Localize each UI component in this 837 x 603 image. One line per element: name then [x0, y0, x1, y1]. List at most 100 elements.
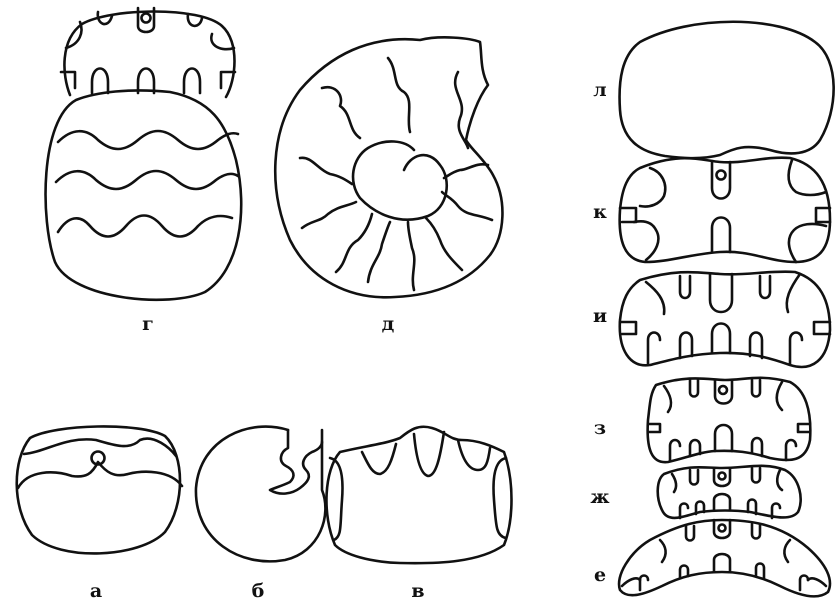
septum-lobe	[760, 276, 770, 298]
septum-lobe	[790, 333, 802, 365]
septum-lobe	[777, 382, 782, 410]
septum-lobe	[672, 474, 676, 492]
siphuncle	[717, 171, 726, 180]
siphuncle	[142, 14, 151, 23]
label-i: и	[593, 305, 607, 327]
septum-lobe	[787, 274, 800, 312]
figure-e	[619, 520, 830, 596]
septum-lobe	[648, 424, 660, 432]
figure-a-outline	[17, 426, 180, 553]
septum-lobe	[752, 380, 760, 397]
suture-line	[426, 218, 462, 270]
septum-lobe	[620, 322, 636, 334]
suture-line	[388, 58, 410, 132]
label-l: л	[593, 79, 606, 101]
septum-lobe	[715, 425, 732, 451]
septum-lobe	[786, 440, 796, 460]
septum-lobe	[362, 444, 396, 474]
septum-lobe	[712, 324, 730, 354]
septum-lobe	[752, 468, 760, 483]
septum-lobe	[670, 440, 680, 460]
label-zh: ж	[590, 486, 609, 508]
figure-g	[46, 8, 242, 300]
septum-lobe	[640, 576, 648, 591]
suture-line	[336, 214, 372, 272]
label-b: б	[252, 580, 265, 602]
figure-g-septum	[64, 12, 234, 98]
figure-v-outline	[326, 427, 511, 563]
septum-lobe	[814, 322, 830, 334]
figure-k	[620, 158, 830, 262]
label-z: з	[594, 417, 606, 439]
septum-lobe	[646, 282, 664, 314]
septum-lobe	[715, 380, 732, 404]
siphuncle	[719, 386, 727, 394]
septum-lobe	[640, 168, 665, 207]
septum-lobe	[784, 540, 790, 562]
label-e: е	[594, 564, 606, 586]
septum-lobe	[798, 424, 810, 432]
septum-lobe	[686, 526, 694, 541]
figure-zh	[658, 466, 801, 518]
septum-lobe	[634, 221, 658, 260]
figure-d	[275, 37, 502, 297]
septum-lobe	[680, 276, 690, 298]
septum-lobe	[660, 540, 666, 562]
septum-lobe	[664, 386, 671, 412]
suture-line	[444, 164, 488, 178]
septum-lobe	[18, 462, 182, 488]
septum-lobe	[690, 380, 698, 397]
septum-lobe	[800, 576, 808, 591]
septum-lobe	[789, 224, 826, 262]
figure-b	[196, 427, 325, 562]
figure-a	[17, 426, 182, 553]
siphuncle	[719, 473, 726, 480]
suture-line	[58, 216, 232, 237]
septum-lobe	[710, 274, 732, 312]
figure-z	[648, 378, 811, 462]
septum-lobe	[712, 218, 730, 253]
septum-lobe	[414, 432, 444, 476]
figure-v	[326, 427, 511, 563]
septum-lobe	[494, 458, 507, 538]
label-d: д	[382, 313, 395, 335]
septum-lobe	[714, 520, 730, 538]
label-v: в	[411, 580, 424, 602]
septum-lobe	[808, 578, 826, 586]
septum-lobe	[714, 468, 730, 486]
figure-l	[620, 22, 834, 158]
septum-lobe	[330, 458, 343, 540]
septum-lobe	[270, 430, 322, 494]
label-k: к	[593, 201, 607, 223]
septum-lobe	[777, 470, 782, 490]
figure-d-umbilicus	[353, 141, 447, 219]
figure-g-whorl-section	[46, 90, 242, 299]
septum-lobe	[690, 470, 698, 485]
suture-line	[442, 192, 492, 220]
suture-line	[58, 131, 238, 149]
septum-lobe	[816, 208, 830, 222]
figure-i	[620, 272, 830, 367]
septum-lobe	[92, 69, 108, 94]
label-g: г	[142, 313, 154, 335]
septum-lobe	[620, 208, 636, 222]
septum-lobe	[714, 494, 730, 510]
septum-lobe	[184, 69, 200, 94]
septum-lobe	[756, 564, 764, 579]
figure-b-outline	[196, 427, 325, 562]
suture-line	[408, 222, 414, 290]
suture-line	[300, 158, 352, 184]
figure-l-outline	[620, 22, 834, 158]
septum-lobe	[714, 554, 730, 572]
septum-lobe	[752, 524, 760, 539]
siphuncle	[719, 525, 726, 532]
septum-lobe	[680, 333, 692, 359]
suture-line	[322, 87, 360, 138]
suture-line	[368, 222, 390, 282]
label-a: а	[90, 580, 102, 602]
septum-lobe	[24, 439, 176, 456]
septum-lobe	[648, 333, 660, 365]
septum-lobe	[622, 578, 640, 586]
suture-line	[56, 171, 238, 189]
